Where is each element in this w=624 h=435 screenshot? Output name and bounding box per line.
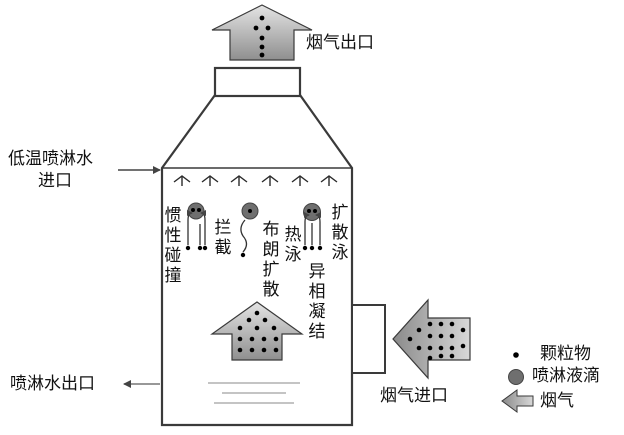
flue-inlet-label: 烟气进口 <box>380 386 448 406</box>
mechanism-thermophoresis: 热泳 <box>284 225 302 265</box>
droplet-brownian <box>241 202 259 220</box>
legend-droplet-label: 喷淋液滴 <box>532 366 600 386</box>
inlet-duct <box>351 304 386 374</box>
mechanism-diffusiophoresis: 扩散泳 <box>331 203 349 263</box>
flue-outlet-label: 烟气出口 <box>306 33 374 53</box>
legend-flue-label: 烟气 <box>540 391 574 411</box>
inner-flue-arrow <box>210 301 304 361</box>
legend-particle-icon <box>513 352 519 358</box>
mechanism-interception: 拦截 <box>214 218 232 258</box>
legend-droplet-icon <box>508 369 524 385</box>
spray-inlet-label-line2: 进口 <box>38 171 72 191</box>
spray-outlet-label: 喷淋水出口 <box>10 374 95 394</box>
mechanism-heterogeneous-condensation: 异相凝结 <box>308 262 326 342</box>
mechanism-brownian-diffusion: 布朗扩散 <box>262 220 280 300</box>
spray-inlet-label-line1: 低温喷淋水 <box>8 149 93 169</box>
droplet-inertial <box>187 202 205 220</box>
legend-flue-arrow-icon <box>501 389 534 413</box>
tower-body <box>160 93 354 427</box>
flue-outlet-arrow <box>211 4 313 61</box>
particles-below <box>185 245 323 258</box>
mechanism-inertial-impaction: 惯性碰撞 <box>164 206 182 286</box>
water-level <box>208 382 300 404</box>
outlet-neck <box>213 66 302 98</box>
flue-inlet-arrow <box>392 298 471 380</box>
legend-particle-label: 颗粒物 <box>540 344 591 364</box>
spray-nozzles <box>173 175 338 186</box>
particle-trajectories <box>186 210 322 253</box>
